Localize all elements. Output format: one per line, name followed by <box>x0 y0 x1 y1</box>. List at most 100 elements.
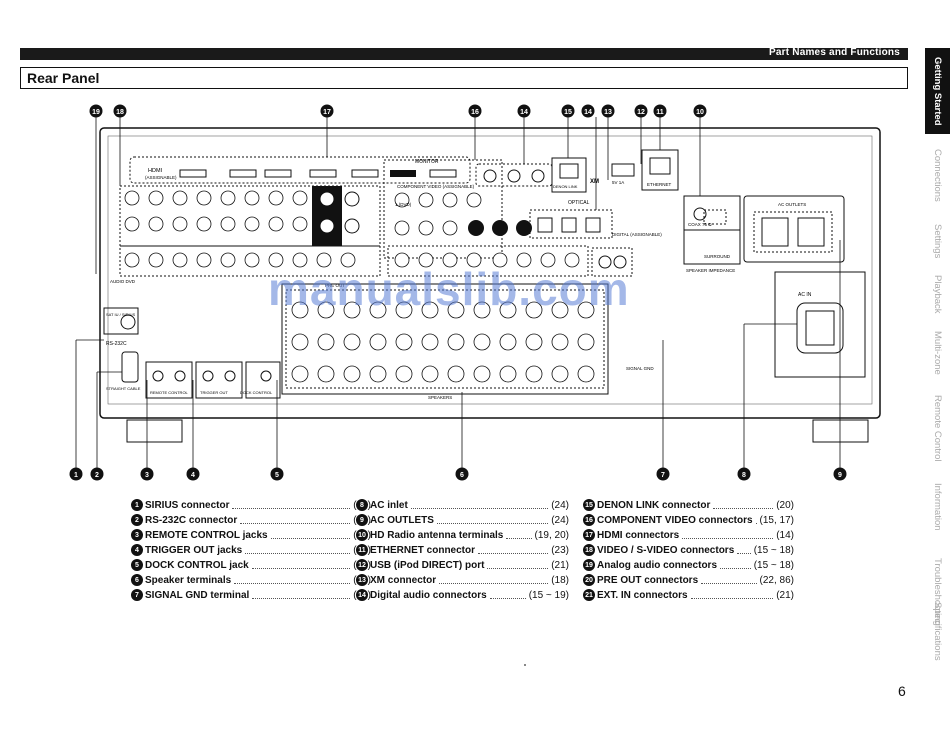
hdmi-inputs <box>179 169 457 178</box>
ac-outlets-box <box>743 195 845 263</box>
ac-inlet-box <box>774 271 866 378</box>
denon-link-port <box>551 157 587 193</box>
impedance-box <box>683 229 741 265</box>
sirius-port <box>103 307 139 335</box>
page-title-box: Rear Panel <box>20 67 908 89</box>
page-title: Rear Panel <box>27 70 100 86</box>
straight-label: STRAIGHT CABLE <box>106 386 141 391</box>
component-row-1: 1 (DVD) <box>395 202 412 207</box>
component-jacks <box>394 192 482 236</box>
optical-jacks <box>537 217 601 233</box>
legend-item: 2RS-232C connector(22) <box>131 513 371 527</box>
ext-in-jacks <box>394 252 580 268</box>
svg-text:1: 1 <box>74 472 78 479</box>
callout-lines-bottom <box>75 240 841 474</box>
coax-group <box>475 163 553 187</box>
tab-multi-zone[interactable]: Multi-zone <box>932 331 943 375</box>
hdmi-title: HDMI <box>148 168 163 174</box>
component-monitor-out <box>468 220 532 236</box>
page-number: 6 <box>898 683 906 699</box>
tab-settings[interactable]: Settings <box>932 223 943 259</box>
dock-control-group <box>245 361 281 399</box>
coax-jacks <box>483 169 545 183</box>
usb-port <box>611 163 635 177</box>
svg-text:5: 5 <box>275 472 279 479</box>
foot-right <box>812 419 869 443</box>
denon-link-label: DENON LINK <box>553 184 578 189</box>
trigger-out-group <box>195 361 243 399</box>
impedance-surround: SURROUND <box>704 254 731 259</box>
side-tab-nav: Getting Started Connections Settings Pla… <box>925 48 950 626</box>
chassis-outline <box>99 127 881 419</box>
ethernet-label: ETHERNET <box>647 182 672 187</box>
tab-troubleshooting[interactable]: Troubleshooting <box>932 558 943 626</box>
svg-text:3: 3 <box>145 472 149 479</box>
video-jacks <box>124 190 308 232</box>
hdmi-group <box>129 156 471 184</box>
speakers-block <box>281 283 609 395</box>
svg-text:16: 16 <box>471 109 479 116</box>
hdmi-monitor: MONITOR <box>415 159 439 165</box>
svg-text:9: 9 <box>838 472 842 479</box>
analog-audio-group <box>119 245 381 277</box>
remote-control-label: REMOTE CONTROL <box>150 390 189 395</box>
xm-label: XM <box>590 179 599 185</box>
audio-jacks <box>124 252 356 268</box>
svg-text:19: 19 <box>92 109 100 116</box>
usb-rating: 5V 1A <box>612 180 624 185</box>
callouts-bottom: 1 2 3 4 5 6 7 8 9 <box>69 467 847 481</box>
tab-information[interactable]: Information <box>932 483 943 531</box>
svg-text:2: 2 <box>95 472 99 479</box>
tab-remote-control[interactable]: Remote Control <box>932 394 943 462</box>
svg-text:15: 15 <box>564 109 572 116</box>
tab-specifications[interactable]: Specifications <box>932 601 943 661</box>
print-mark <box>524 664 526 666</box>
digital-title: DIGITAL (ASSIGNABLE) <box>612 232 662 237</box>
tab-getting-started[interactable]: Getting Started <box>925 48 950 134</box>
callout-lines-top <box>95 117 701 274</box>
foot-left <box>126 419 183 443</box>
section-header-bar: Part Names and Functions <box>20 47 908 60</box>
sirius-label: SAT IU / SIRIUS <box>106 312 136 317</box>
speakers-label: SPEAKERS <box>428 395 452 400</box>
signal-gnd-label: SIGNAL GND <box>626 366 654 371</box>
svg-text:14: 14 <box>520 109 528 116</box>
svg-text:4: 4 <box>191 472 195 479</box>
svg-text:12: 12 <box>637 109 645 116</box>
svg-text:13: 13 <box>604 109 612 116</box>
chassis-inner <box>107 135 873 405</box>
preout-label: PRE OUT <box>325 283 345 288</box>
tab-playback[interactable]: Playback <box>932 274 943 314</box>
section-title: Part Names and Functions <box>769 47 900 58</box>
optical-label: OPTICAL <box>568 200 590 206</box>
ext-in-group <box>387 245 589 277</box>
watermark: manualslib.com <box>268 263 630 315</box>
optical-group <box>529 209 613 239</box>
callouts-top: 19 18 17 16 14 15 14 13 12 11 10 <box>89 104 707 118</box>
rs232c-port <box>121 351 139 383</box>
svg-text:14: 14 <box>584 109 592 116</box>
tab-connections[interactable]: Connections <box>932 148 943 202</box>
component-title: COMPONENT VIDEO (ASSIGNABLE) <box>397 184 475 189</box>
speaker-terminals <box>291 301 595 383</box>
trigger-out-label: TRIGGER OUT <box>200 390 228 395</box>
